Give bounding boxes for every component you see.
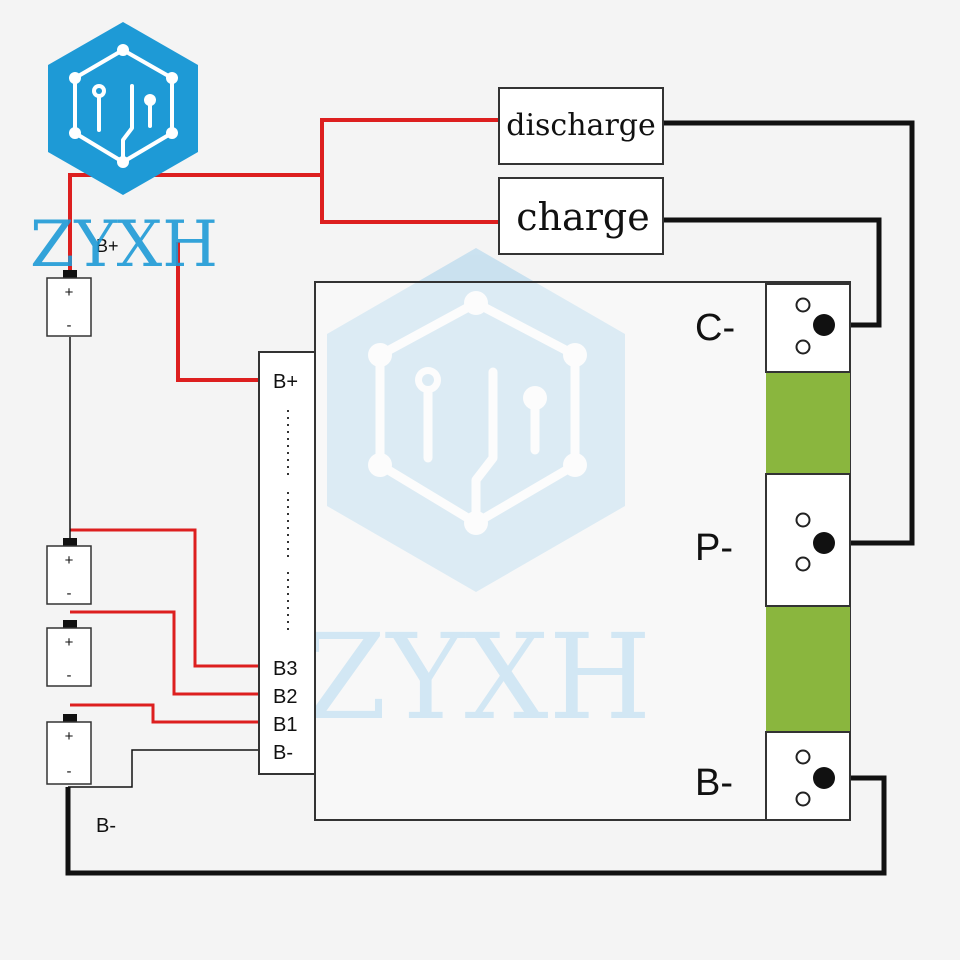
terminal-label-c: C-: [695, 307, 735, 349]
green-pad: [766, 606, 850, 732]
terminal-p-minus: P-: [695, 512, 835, 572]
terminal-strip: [765, 283, 851, 821]
bms-board: [314, 281, 851, 821]
terminal-b-minus: B-: [695, 749, 835, 807]
cell-plus: +: [65, 284, 74, 301]
battery-cell-top: + -: [46, 270, 92, 337]
logo-text: ZYXH: [30, 208, 218, 282]
terminal-c-minus: C-: [695, 297, 835, 355]
watermark-text: ZYXH: [305, 608, 652, 746]
battery-cell-1: + -: [46, 714, 92, 785]
cell-minus: -: [67, 667, 72, 684]
charge-label: charge: [516, 195, 649, 239]
logo-hexagon-icon: [48, 22, 198, 195]
cell-plus: +: [65, 634, 74, 651]
power-wires: [65, 120, 915, 876]
terminal-label-b: B-: [695, 762, 733, 804]
battery-cell-2: + -: [46, 620, 92, 687]
connector-label-b2: B2: [273, 686, 297, 708]
discharge-switch: discharge: [498, 87, 664, 165]
balance-connector: B+ B3 B2 B1 B-: [258, 351, 316, 775]
connector-label-bplus: B+: [273, 371, 298, 393]
cell-minus: -: [67, 317, 72, 334]
battery-cell-3: + -: [46, 538, 92, 605]
discharge-label: discharge: [506, 108, 656, 143]
battery-bminus-label: B-: [96, 815, 116, 837]
battery-bplus-label: B+: [96, 236, 119, 256]
green-pad: [766, 372, 850, 474]
balance-wires: [70, 528, 260, 724]
connector-label-bminus: B-: [273, 742, 293, 764]
watermark-hexagon-icon: [327, 248, 625, 592]
cell-plus: +: [65, 728, 74, 745]
cell-plus: +: [65, 552, 74, 569]
connector-label-b1: B1: [273, 714, 297, 736]
terminal-label-p: P-: [695, 527, 733, 569]
cell-minus: -: [67, 763, 72, 780]
red-wires: [68, 118, 498, 382]
connector-label-b3: B3: [273, 658, 297, 680]
thin-black-wires: [68, 337, 260, 788]
cell-minus: -: [67, 585, 72, 602]
charge-switch: charge: [498, 177, 664, 255]
